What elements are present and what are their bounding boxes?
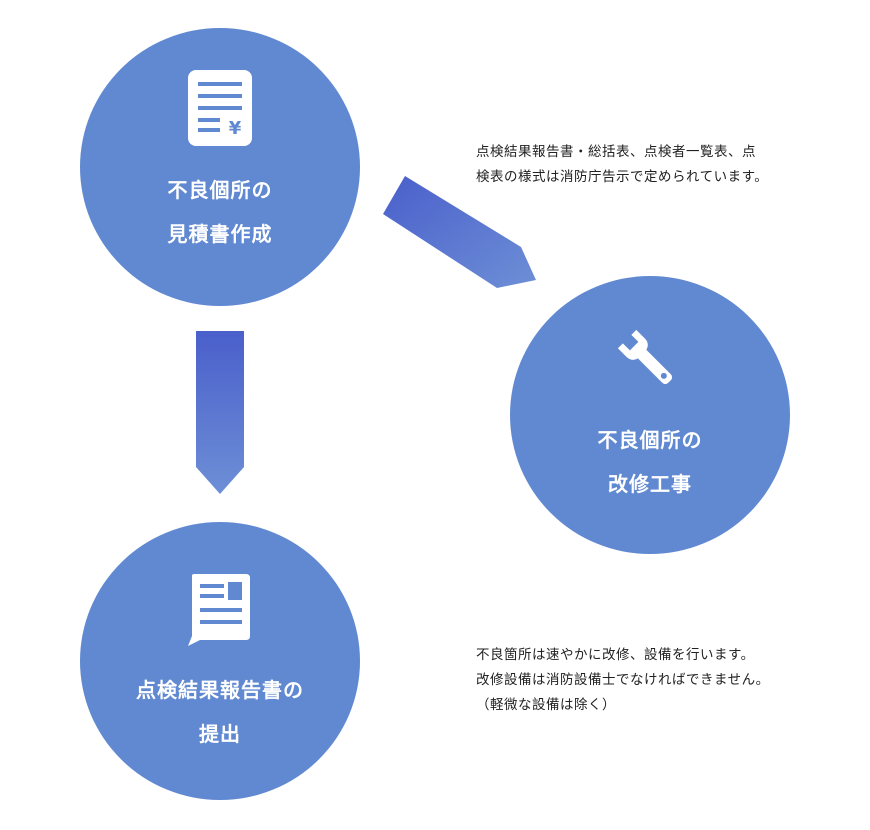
note-repair-info-line3: （軽微な設備は除く）	[476, 697, 616, 713]
wrench-icon	[617, 329, 673, 385]
note-repair-info-line2: 改修設備は消防設備士でなければできません。	[476, 672, 770, 688]
note-report-format-line2: 検表の様式は消防庁告示で定められています。	[476, 169, 769, 185]
node-repair-label: 不良個所の 改修工事	[510, 418, 790, 506]
arrow-estimate-to-repair	[383, 176, 536, 288]
invoice-document-icon: ¥	[188, 70, 252, 146]
node-report-line2: 提出	[199, 722, 241, 746]
node-repair: 不良個所の 改修工事	[510, 276, 790, 554]
node-report-label: 点検結果報告書の 提出	[80, 668, 360, 756]
arrow-estimate-to-report	[196, 331, 244, 494]
note-report-format: 点検結果報告書・総括表、点検者一覧表、点 検表の様式は消防庁告示で定められていま…	[476, 140, 768, 190]
node-repair-line1: 不良個所の	[597, 428, 703, 452]
node-estimate: ¥ 不良個所の 見積書作成	[80, 28, 360, 306]
node-estimate-label: 不良個所の 見積書作成	[80, 168, 360, 256]
node-repair-line2: 改修工事	[608, 472, 692, 496]
note-repair-info-line1: 不良箇所は速やかに改修、設備を行います。	[476, 647, 755, 663]
note-report-format-line1: 点検結果報告書・総括表、点検者一覧表、点	[476, 144, 756, 160]
note-repair-info: 不良箇所は速やかに改修、設備を行います。 改修設備は消防設備士でなければできませ…	[476, 643, 770, 718]
report-document-icon	[188, 574, 250, 646]
yen-symbol: ¥	[229, 118, 242, 139]
node-estimate-line1: 不良個所の	[167, 178, 273, 202]
node-report-line1: 点検結果報告書の	[136, 678, 304, 702]
node-estimate-line2: 見積書作成	[167, 222, 273, 246]
node-report: 点検結果報告書の 提出	[80, 522, 360, 800]
